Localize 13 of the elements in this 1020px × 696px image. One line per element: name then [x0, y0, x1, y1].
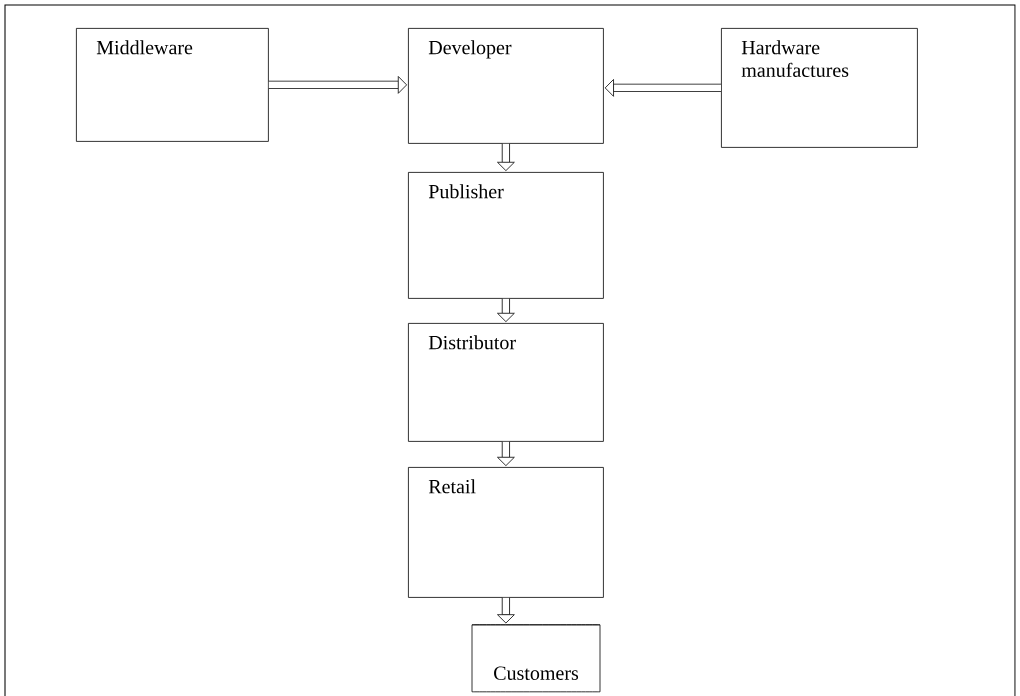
process-box: Middleware [76, 28, 269, 142]
block-arrow [497, 597, 515, 624]
process-box: Publisher [408, 172, 604, 299]
block-arrow [497, 143, 515, 172]
process-box: Distributor [408, 323, 604, 442]
block-arrow [268, 76, 408, 94]
cylinder-node: Customers [471, 624, 601, 693]
process-box: Hardware manufactures [721, 28, 918, 148]
block-arrow [497, 441, 515, 467]
process-box: Developer [408, 28, 604, 144]
block-arrow [604, 79, 721, 97]
block-arrow [497, 298, 515, 323]
process-box: Retail [408, 467, 604, 598]
